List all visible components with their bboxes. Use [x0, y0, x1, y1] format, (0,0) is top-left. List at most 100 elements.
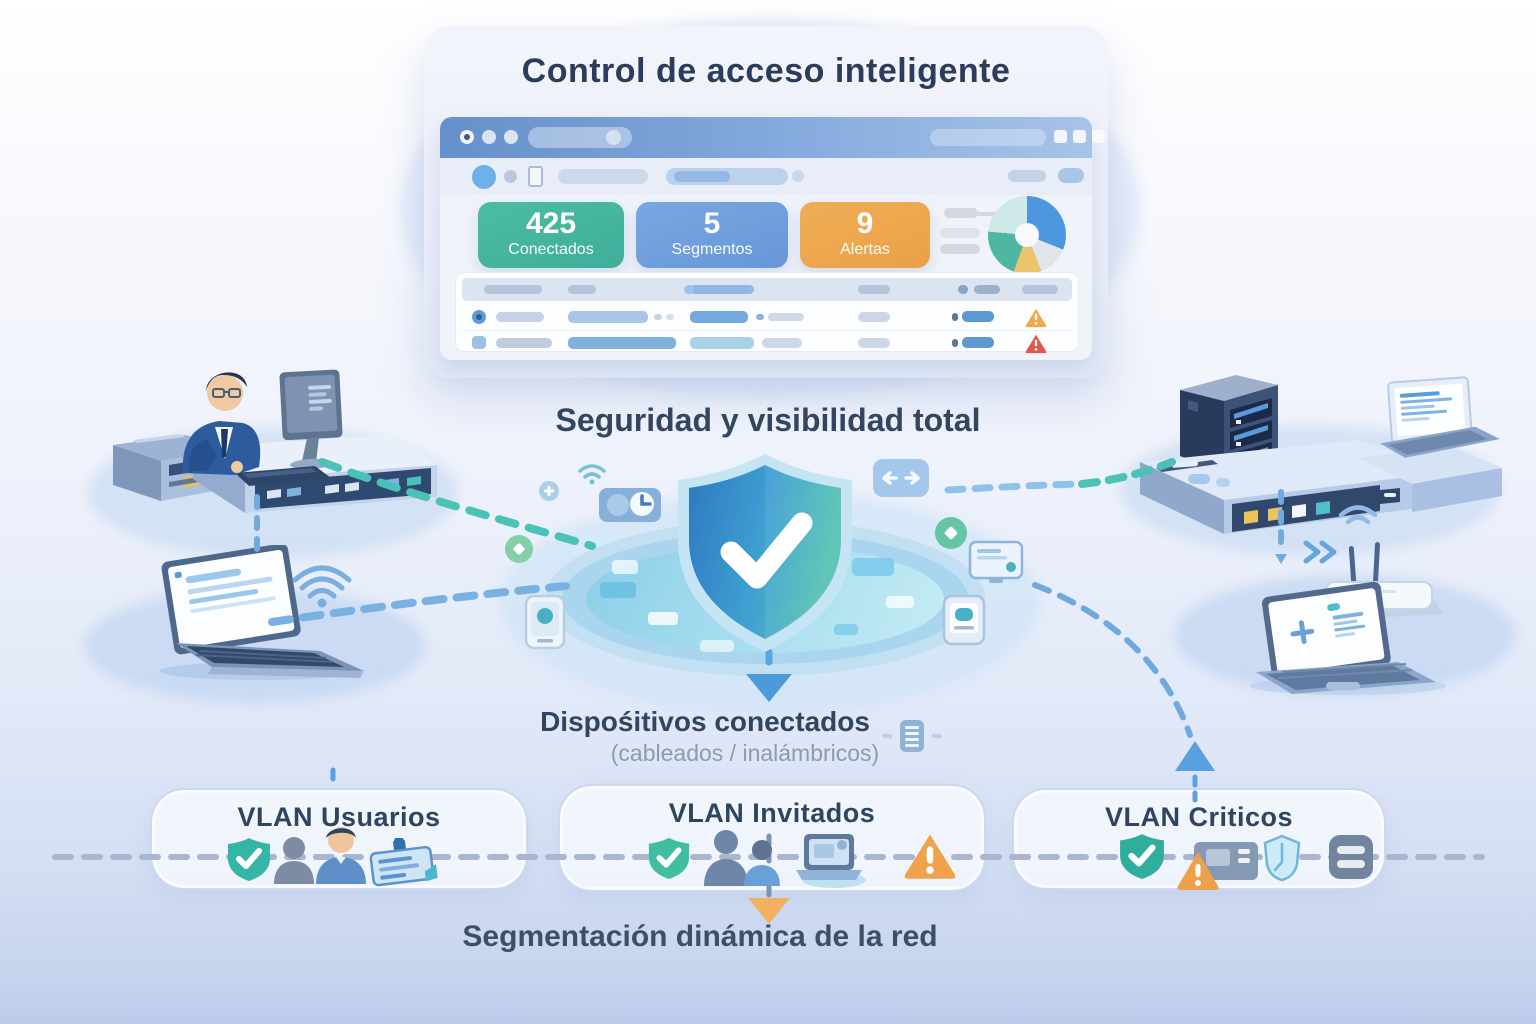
wifi-icon-router	[1338, 505, 1378, 525]
mini-server-icon	[882, 720, 942, 752]
legend-connector	[976, 212, 998, 216]
devices-subheading: (cableados / inalámbricos)	[610, 740, 880, 766]
vlan-invitados-label: VLAN Invitados	[668, 798, 876, 828]
diamond-badge-icon	[935, 517, 967, 549]
avatar-circle[interactable]	[472, 165, 496, 189]
up-arrow-blue-icon	[1175, 741, 1215, 771]
stat-label: Conectados	[508, 241, 594, 258]
stat-label: Alertas	[840, 241, 890, 258]
table-row[interactable]	[462, 305, 1072, 329]
alert-triangle-red-icon	[1025, 334, 1047, 354]
address-bar-knob	[606, 130, 621, 145]
platform-chip	[886, 596, 914, 608]
title-bar-pill	[930, 129, 1046, 146]
guest-users-icon	[704, 830, 780, 886]
window-button-icon[interactable]	[1073, 130, 1086, 143]
platform-chip	[600, 582, 636, 598]
user-icon	[316, 827, 366, 884]
toolbar-dot	[504, 170, 517, 183]
mini-pill-pair	[1188, 474, 1210, 484]
window-dot-icon[interactable]	[504, 130, 518, 144]
dash-console-to-shield	[318, 458, 596, 550]
chevrons-icon	[1303, 540, 1337, 564]
smartphone-icon	[524, 594, 566, 650]
laptop-mini-icon	[796, 834, 866, 888]
critical-device-warning-icon	[1177, 842, 1258, 890]
toolbar-pill-right[interactable]	[1058, 168, 1084, 183]
footer-title: Segmentación dinámica de la red	[462, 920, 938, 953]
vlan-criticos-label: VLAN Criticos	[1104, 802, 1294, 832]
server-rack-illustration	[1140, 375, 1502, 534]
pale-shield-icon	[1263, 834, 1301, 882]
laptop-left-illustration	[160, 545, 364, 680]
legend-item	[940, 244, 980, 254]
server-mini-icon	[1329, 835, 1373, 879]
admin-console-illustration	[113, 369, 437, 513]
id-badge-icon	[369, 838, 438, 887]
dash-laptop-to-shield	[268, 582, 570, 626]
browser-title-bar	[440, 117, 1105, 158]
toolbar-search-inner	[674, 171, 730, 182]
devices-heading: Dispośitivos conectados	[540, 706, 870, 737]
stat-value: 425	[525, 207, 577, 240]
page-title: Control de acceso inteligente	[521, 52, 1011, 90]
stat-value: 9	[856, 207, 874, 240]
toolbar-pill-right[interactable]	[1008, 170, 1046, 182]
platform-chip	[852, 558, 894, 576]
transfer-arrows-icon	[873, 459, 929, 497]
warning-triangle-orange-icon	[1025, 308, 1047, 328]
stat-card-conectados: 425 Conectados	[478, 202, 624, 268]
diamond-badge-icon	[505, 535, 533, 563]
admin-person	[182, 372, 261, 475]
down-arrow-blue-icon	[746, 674, 792, 702]
platform-chip	[648, 612, 678, 625]
window-button-icon[interactable]	[1054, 130, 1067, 143]
smartphone-icon	[942, 594, 986, 646]
stat-card-alertas: 9 Alertas	[800, 202, 930, 268]
toolbar-knob	[792, 170, 804, 182]
user-silhouette-icon	[274, 837, 314, 884]
clock-card-icon	[599, 488, 661, 522]
legend-item	[940, 228, 980, 238]
window-button-icon[interactable]	[1092, 130, 1105, 143]
stat-card-segmentos: 5 Segmentos	[636, 202, 788, 268]
dash-shield-to-server-teal	[1078, 458, 1176, 488]
platform-chip	[700, 640, 734, 652]
subtitle: Seguridad y visibilidad total	[555, 402, 981, 438]
security-shield-check-icon	[678, 454, 852, 652]
browser-toolbar	[440, 158, 1092, 195]
platform-chip	[612, 560, 638, 574]
vlan-usuarios-label: VLAN Usuarios	[237, 802, 441, 832]
pie-chart	[988, 196, 1066, 274]
address-bar[interactable]	[528, 127, 632, 148]
down-arrow-orange-icon	[748, 898, 790, 924]
shield-check-teal-icon	[228, 838, 270, 881]
stat-value: 5	[703, 207, 721, 240]
wifi-icon	[292, 565, 352, 599]
laptop	[1256, 581, 1436, 694]
shield-check-teal-icon	[1120, 834, 1164, 879]
tablet-icon	[968, 540, 1024, 583]
platform-chip	[834, 624, 858, 635]
desktop-monitor	[279, 369, 343, 470]
window-dot-icon[interactable]	[482, 130, 496, 144]
dash-shield-to-criticos	[1032, 582, 1193, 738]
table-row[interactable]	[462, 331, 1072, 355]
toolbar-tab[interactable]	[558, 169, 648, 184]
document-icon	[528, 166, 543, 187]
laptop-on-platform	[1380, 376, 1501, 458]
laptop-router-illustration	[1250, 542, 1446, 695]
right-step-platform	[1358, 446, 1502, 512]
dash-shield-to-server-blue	[944, 480, 1086, 494]
stat-label: Segmentos	[671, 241, 753, 258]
wifi-icon-small	[578, 464, 606, 479]
warning-triangle-orange-icon	[904, 834, 956, 879]
shield-check-teal-icon	[648, 837, 690, 880]
mini-pill-pair	[1216, 478, 1230, 487]
window-dot-inner	[464, 134, 470, 140]
plus-circle-icon	[539, 481, 559, 501]
table-header	[462, 278, 1072, 301]
legend-item	[944, 208, 978, 218]
